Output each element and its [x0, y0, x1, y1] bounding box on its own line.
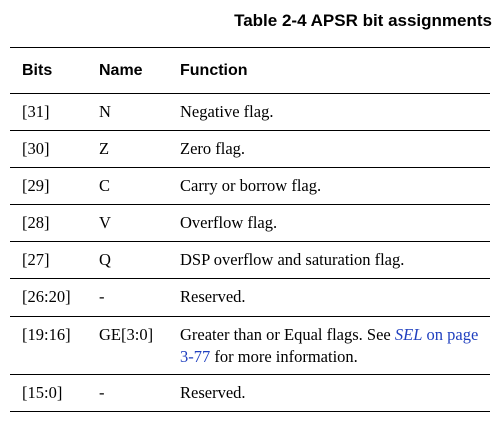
- cell-name: Z: [99, 139, 110, 158]
- column-header-bits: Bits: [22, 62, 53, 79]
- function-text: Greater than or Equal flags. See: [180, 325, 395, 344]
- table-row: [30] Z Zero flag.: [10, 131, 490, 168]
- cell-name: GE[3:0]: [99, 325, 154, 344]
- table-row: [29] C Carry or borrow flag.: [10, 168, 490, 205]
- cell-function: Overflow flag.: [180, 213, 278, 232]
- cell-name: Q: [99, 250, 111, 269]
- cell-name: V: [99, 213, 111, 232]
- cell-function: Greater than or Equal flags. See SEL on …: [180, 324, 480, 368]
- table-header: Bits Name Function: [10, 47, 490, 94]
- cell-function: DSP overflow and saturation flag.: [180, 250, 405, 269]
- cell-name: C: [99, 176, 111, 195]
- table-row: [26:20] - Reserved.: [10, 279, 490, 317]
- link-connector-text[interactable]: on: [422, 325, 448, 344]
- cell-bits: [29]: [22, 176, 50, 195]
- apsr-table: Bits Name Function [31] N Negative flag.…: [10, 47, 490, 412]
- table-row: [15:0] - Reserved.: [10, 375, 490, 412]
- cell-function: Negative flag.: [180, 102, 274, 121]
- cell-bits: [26:20]: [22, 287, 71, 306]
- cell-function: Carry or borrow flag.: [180, 176, 322, 195]
- cell-bits: [30]: [22, 139, 50, 158]
- page-reference-link[interactable]: page 3-77: [180, 325, 479, 366]
- sel-link[interactable]: SEL: [394, 325, 423, 344]
- cell-bits: [19:16]: [22, 325, 71, 344]
- column-header-function: Function: [180, 62, 248, 79]
- cell-name: -: [99, 383, 105, 402]
- cell-bits: [31]: [22, 102, 50, 121]
- cell-function: Zero flag.: [180, 139, 246, 158]
- table-row: [28] V Overflow flag.: [10, 205, 490, 242]
- cell-function: Reserved.: [180, 287, 246, 306]
- table-row: [31] N Negative flag.: [10, 94, 490, 131]
- table-row: [27] Q DSP overflow and saturation flag.: [10, 242, 490, 279]
- cell-function: Reserved.: [180, 383, 246, 402]
- function-text-end: for more information.: [210, 347, 358, 366]
- column-header-name: Name: [99, 62, 143, 79]
- cell-bits: [28]: [22, 213, 50, 232]
- cell-name: N: [99, 102, 111, 121]
- table-row: [19:16] GE[3:0] Greater than or Equal fl…: [10, 317, 490, 375]
- cell-bits: [27]: [22, 250, 50, 269]
- cell-name: -: [99, 287, 105, 306]
- table-caption: Table 2-4 APSR bit assignments: [234, 11, 492, 30]
- cell-bits: [15:0]: [22, 383, 63, 402]
